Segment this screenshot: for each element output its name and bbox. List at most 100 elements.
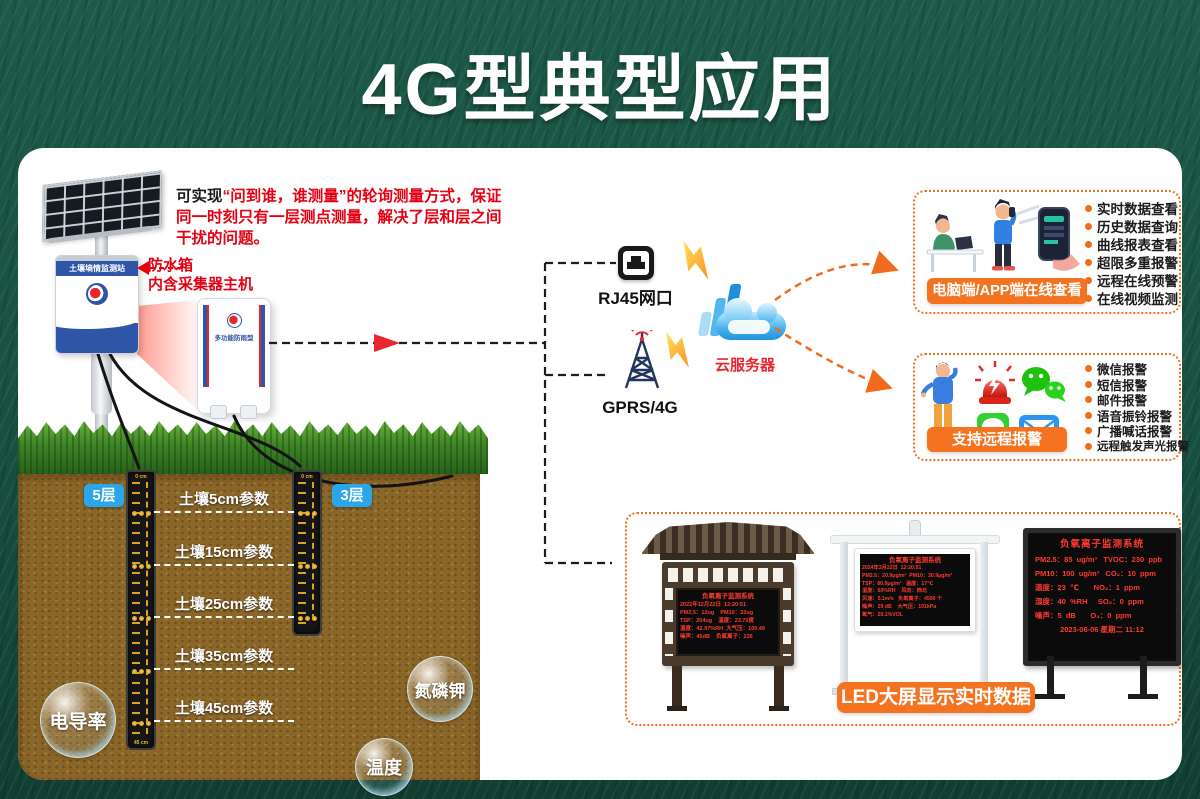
- feature-text: 微信报警: [1097, 363, 1148, 378]
- sensor-node: [130, 721, 152, 727]
- display-foot: [769, 706, 789, 711]
- layer-badge-5: 5层: [84, 484, 124, 507]
- box-cap: [56, 256, 138, 261]
- depth-label: 土壤35cm参数: [174, 648, 274, 665]
- depth-line: [154, 511, 294, 513]
- alarm-person: [921, 362, 958, 433]
- online-features: 实时数据查看 历史数据查询 曲线报表查看 超限多重报警 远程在线预警 在线视频监…: [1085, 199, 1178, 307]
- sensor-node: [296, 616, 318, 622]
- feature-item: 远程触发声光报警: [1085, 439, 1189, 455]
- pagoda-roof: [642, 522, 814, 554]
- cloud-highlight: [728, 320, 770, 334]
- callout-line2: 内含采集器主机: [148, 276, 254, 293]
- depth-label: 土壤45cm参数: [174, 700, 274, 717]
- led-line: PM2.5：20.9μg/m³ PM10：30.9μg/m³: [862, 572, 953, 579]
- display-leg: [774, 666, 784, 706]
- bullet-icon: [1085, 258, 1092, 266]
- sensor-node: [296, 564, 318, 570]
- box-title: 土壤墒情监测站: [56, 261, 138, 276]
- cloud-label: 云服务器: [714, 357, 775, 374]
- feature-text: 实时数据查看: [1097, 202, 1178, 217]
- waterproof-box-callout: 防水箱 内含采集器主机: [148, 256, 253, 294]
- feature-item: 邮件报警: [1085, 392, 1189, 408]
- depth-label: 土壤15cm参数: [174, 544, 274, 561]
- feature-item: 短信报警: [1085, 377, 1189, 393]
- alarm-tag: 支持远程报警: [927, 427, 1067, 452]
- led-line: 温度：23 ℃ NO₂：1 ppm: [1035, 583, 1140, 592]
- led-line: PM10：100 ug/m³ CO₂：10 ppm: [1035, 569, 1156, 578]
- panel-online-viewing: 电脑端/APP端在线查看 实时数据查看 历史数据查询 曲线报表查看 超限多重报警…: [913, 190, 1181, 314]
- brand-logo-icon: [226, 313, 242, 328]
- cable-gland: [240, 405, 257, 419]
- display-foot: [667, 706, 687, 711]
- display-post: [840, 542, 848, 690]
- feature-text: 远程触发声光报警: [1097, 441, 1189, 454]
- display-leg: [1047, 656, 1054, 696]
- display-leg: [672, 666, 682, 706]
- display-beam: [830, 535, 1000, 544]
- pagoda-windows: [668, 568, 788, 582]
- bullet-icon: [1085, 380, 1092, 388]
- led-tag: LED大屏显示实时数据: [837, 682, 1035, 713]
- cable-gland: [210, 405, 227, 419]
- led-line: 2022年12月22日 12:20:51: [680, 602, 747, 608]
- led-line: 湿度：40 %RH SO₂：0 ppm: [1035, 597, 1144, 606]
- led-line: PM2.5：85 ug/m³ TVOC：230 ppb: [1035, 555, 1163, 564]
- feature-item: 历史数据查询: [1085, 217, 1178, 235]
- display-frame: 负氧离子监测系统 PM2.5：85 ug/m³ TVOC：230 ppb PM1…: [1023, 528, 1181, 666]
- cloud-server-icon: [697, 276, 790, 352]
- intro-prefix: 可实现: [176, 188, 223, 205]
- bullet-icon: [1085, 222, 1092, 230]
- wechat-icon: [1022, 367, 1066, 402]
- display-foot: [1128, 694, 1158, 699]
- led-display-black: 负氧离子监测系统 PM2.5：85 ug/m³ TVOC：230 ppb PM1…: [1023, 524, 1181, 702]
- callout-line1: 防水箱: [148, 257, 194, 274]
- led-line: 噪声：45dB 负氧离子：226: [680, 634, 753, 640]
- led-line: 2024年3月22日 12:20:51: [862, 565, 922, 571]
- feature-text: 超限多重报警: [1097, 256, 1178, 271]
- feature-item: 实时数据查看: [1085, 199, 1178, 217]
- feature-text: 在线视频监测: [1097, 292, 1178, 307]
- feature-item: 微信报警: [1085, 361, 1189, 377]
- online-illustration: [926, 199, 1080, 272]
- probe-wire: [146, 482, 148, 734]
- bullet-icon: [1085, 204, 1092, 212]
- led-title: 负氧离子监测系统: [702, 593, 754, 600]
- intro-text: 可实现“问到谁，谁测量”的轮询测量方式，保证同一时刻只有一层测点测量，解决了层和…: [176, 186, 506, 249]
- feature-item: 曲线报表查看: [1085, 235, 1178, 253]
- panel-led-displays: 负氧离子监测系统 2022年12月22日 12:20:51 PM2.5：12ug…: [625, 512, 1181, 726]
- collector-device: 多功能防雨型: [197, 298, 271, 419]
- depth-line: [154, 564, 294, 566]
- led-line: 风速：5.1m/s 负氧离子：4500 个: [862, 596, 943, 603]
- feature-text: 曲线报表查看: [1097, 238, 1178, 253]
- led-line: 湿度：60%RH 风向：西北: [862, 588, 928, 595]
- box-wave-decoration: [56, 313, 138, 353]
- zoom-beam: [137, 300, 197, 410]
- rj45-icon: [618, 246, 654, 280]
- led-title: 负氧离子监测系统: [889, 557, 941, 564]
- feature-text: 短信报警: [1097, 378, 1148, 393]
- bullet-icon: [1085, 411, 1092, 419]
- sensor-node: [130, 564, 152, 570]
- display-frame: 负氧离子监测系统 2024年3月22日 12:20:51 PM2.5：20.9μ…: [854, 548, 976, 632]
- bullet-icon: [1085, 442, 1092, 450]
- gprs-label: GPRS/4G: [602, 398, 678, 417]
- station-pole-sleeve: [91, 346, 112, 414]
- bullet-icon: [1085, 240, 1092, 248]
- device-label: 多功能防雨型: [214, 335, 254, 342]
- probe-wire: [312, 482, 314, 620]
- sensor-node: [130, 616, 152, 622]
- bullet-icon: [1085, 396, 1092, 404]
- cloud-to-panel-arrows: [774, 250, 899, 393]
- pagoda-fascia: [660, 553, 796, 560]
- led-screen: 负氧离子监测系统 2024年3月22日 12:20:51 PM2.5：20.9μ…: [860, 554, 970, 626]
- led-line: 氧气：20.1%VOL: [862, 611, 903, 618]
- desk-person: [926, 214, 984, 272]
- alarm-features: 微信报警 短信报警 邮件报警 语音振铃报警 广播喊话报警 远程触发声光报警: [1085, 361, 1189, 454]
- depth-label: 土壤25cm参数: [174, 596, 274, 613]
- page-title: 4G型典型应用: [361, 50, 839, 130]
- led-line: TSP：204ug 温度：23.72度: [680, 618, 754, 624]
- bullet-icon: [1085, 294, 1092, 302]
- alarm-illustration: [921, 361, 1066, 443]
